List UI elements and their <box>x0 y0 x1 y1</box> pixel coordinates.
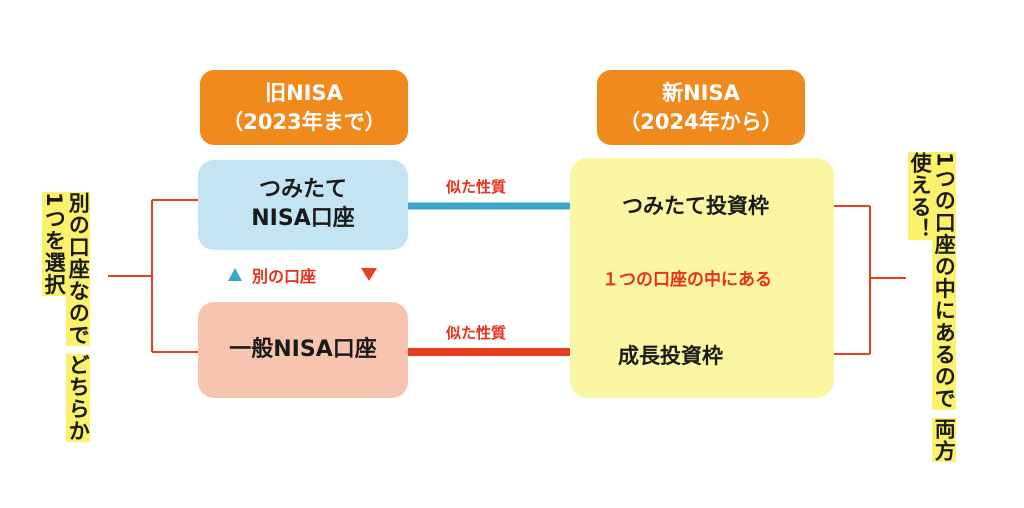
tsumitate-nisa-account-box: つみたて NISA口座 <box>198 160 408 250</box>
same-account-note: １つの口座の中にある <box>602 270 772 290</box>
left-note: 別の口座なので どちらか1つを選択 <box>42 192 91 452</box>
old-nisa-period: （2023年まで） <box>222 109 386 134</box>
left-note-line1: 別の口座なので <box>66 192 91 346</box>
similar-nature-label-bottom: 似た性質 <box>446 324 507 342</box>
ippan-label: 一般NISA口座 <box>229 336 377 362</box>
tsumitate-frame-label: つみたて投資枠 <box>622 194 769 218</box>
separate-account-label: 別の口座 <box>252 267 317 286</box>
new-nisa-title: 新NISA <box>662 81 740 106</box>
old-nisa-title: 旧NISA <box>265 81 343 106</box>
down-triangle-icon <box>361 268 377 281</box>
right-note: 1つの口座の中にあるので 両方使える！ <box>908 152 957 482</box>
new-nisa-account-area <box>570 158 834 398</box>
tsumitate-line1: つみたて <box>258 177 347 203</box>
similar-nature-label-top: 似た性質 <box>446 178 507 196</box>
new-nisa-period: （2024年から） <box>619 109 783 134</box>
old-nisa-header: 旧NISA （2023年まで） <box>200 70 408 145</box>
new-nisa-header: 新NISA （2024年から） <box>597 70 805 145</box>
right-note-line1: 1つの口座の中にあるので <box>932 152 957 410</box>
left-bracket <box>108 196 208 356</box>
growth-frame-label: 成長投資枠 <box>618 344 723 368</box>
tsumitate-line2: NISA口座 <box>251 206 355 231</box>
up-triangle-icon <box>228 268 242 281</box>
ippan-nisa-account-box: 一般NISA口座 <box>198 302 408 398</box>
